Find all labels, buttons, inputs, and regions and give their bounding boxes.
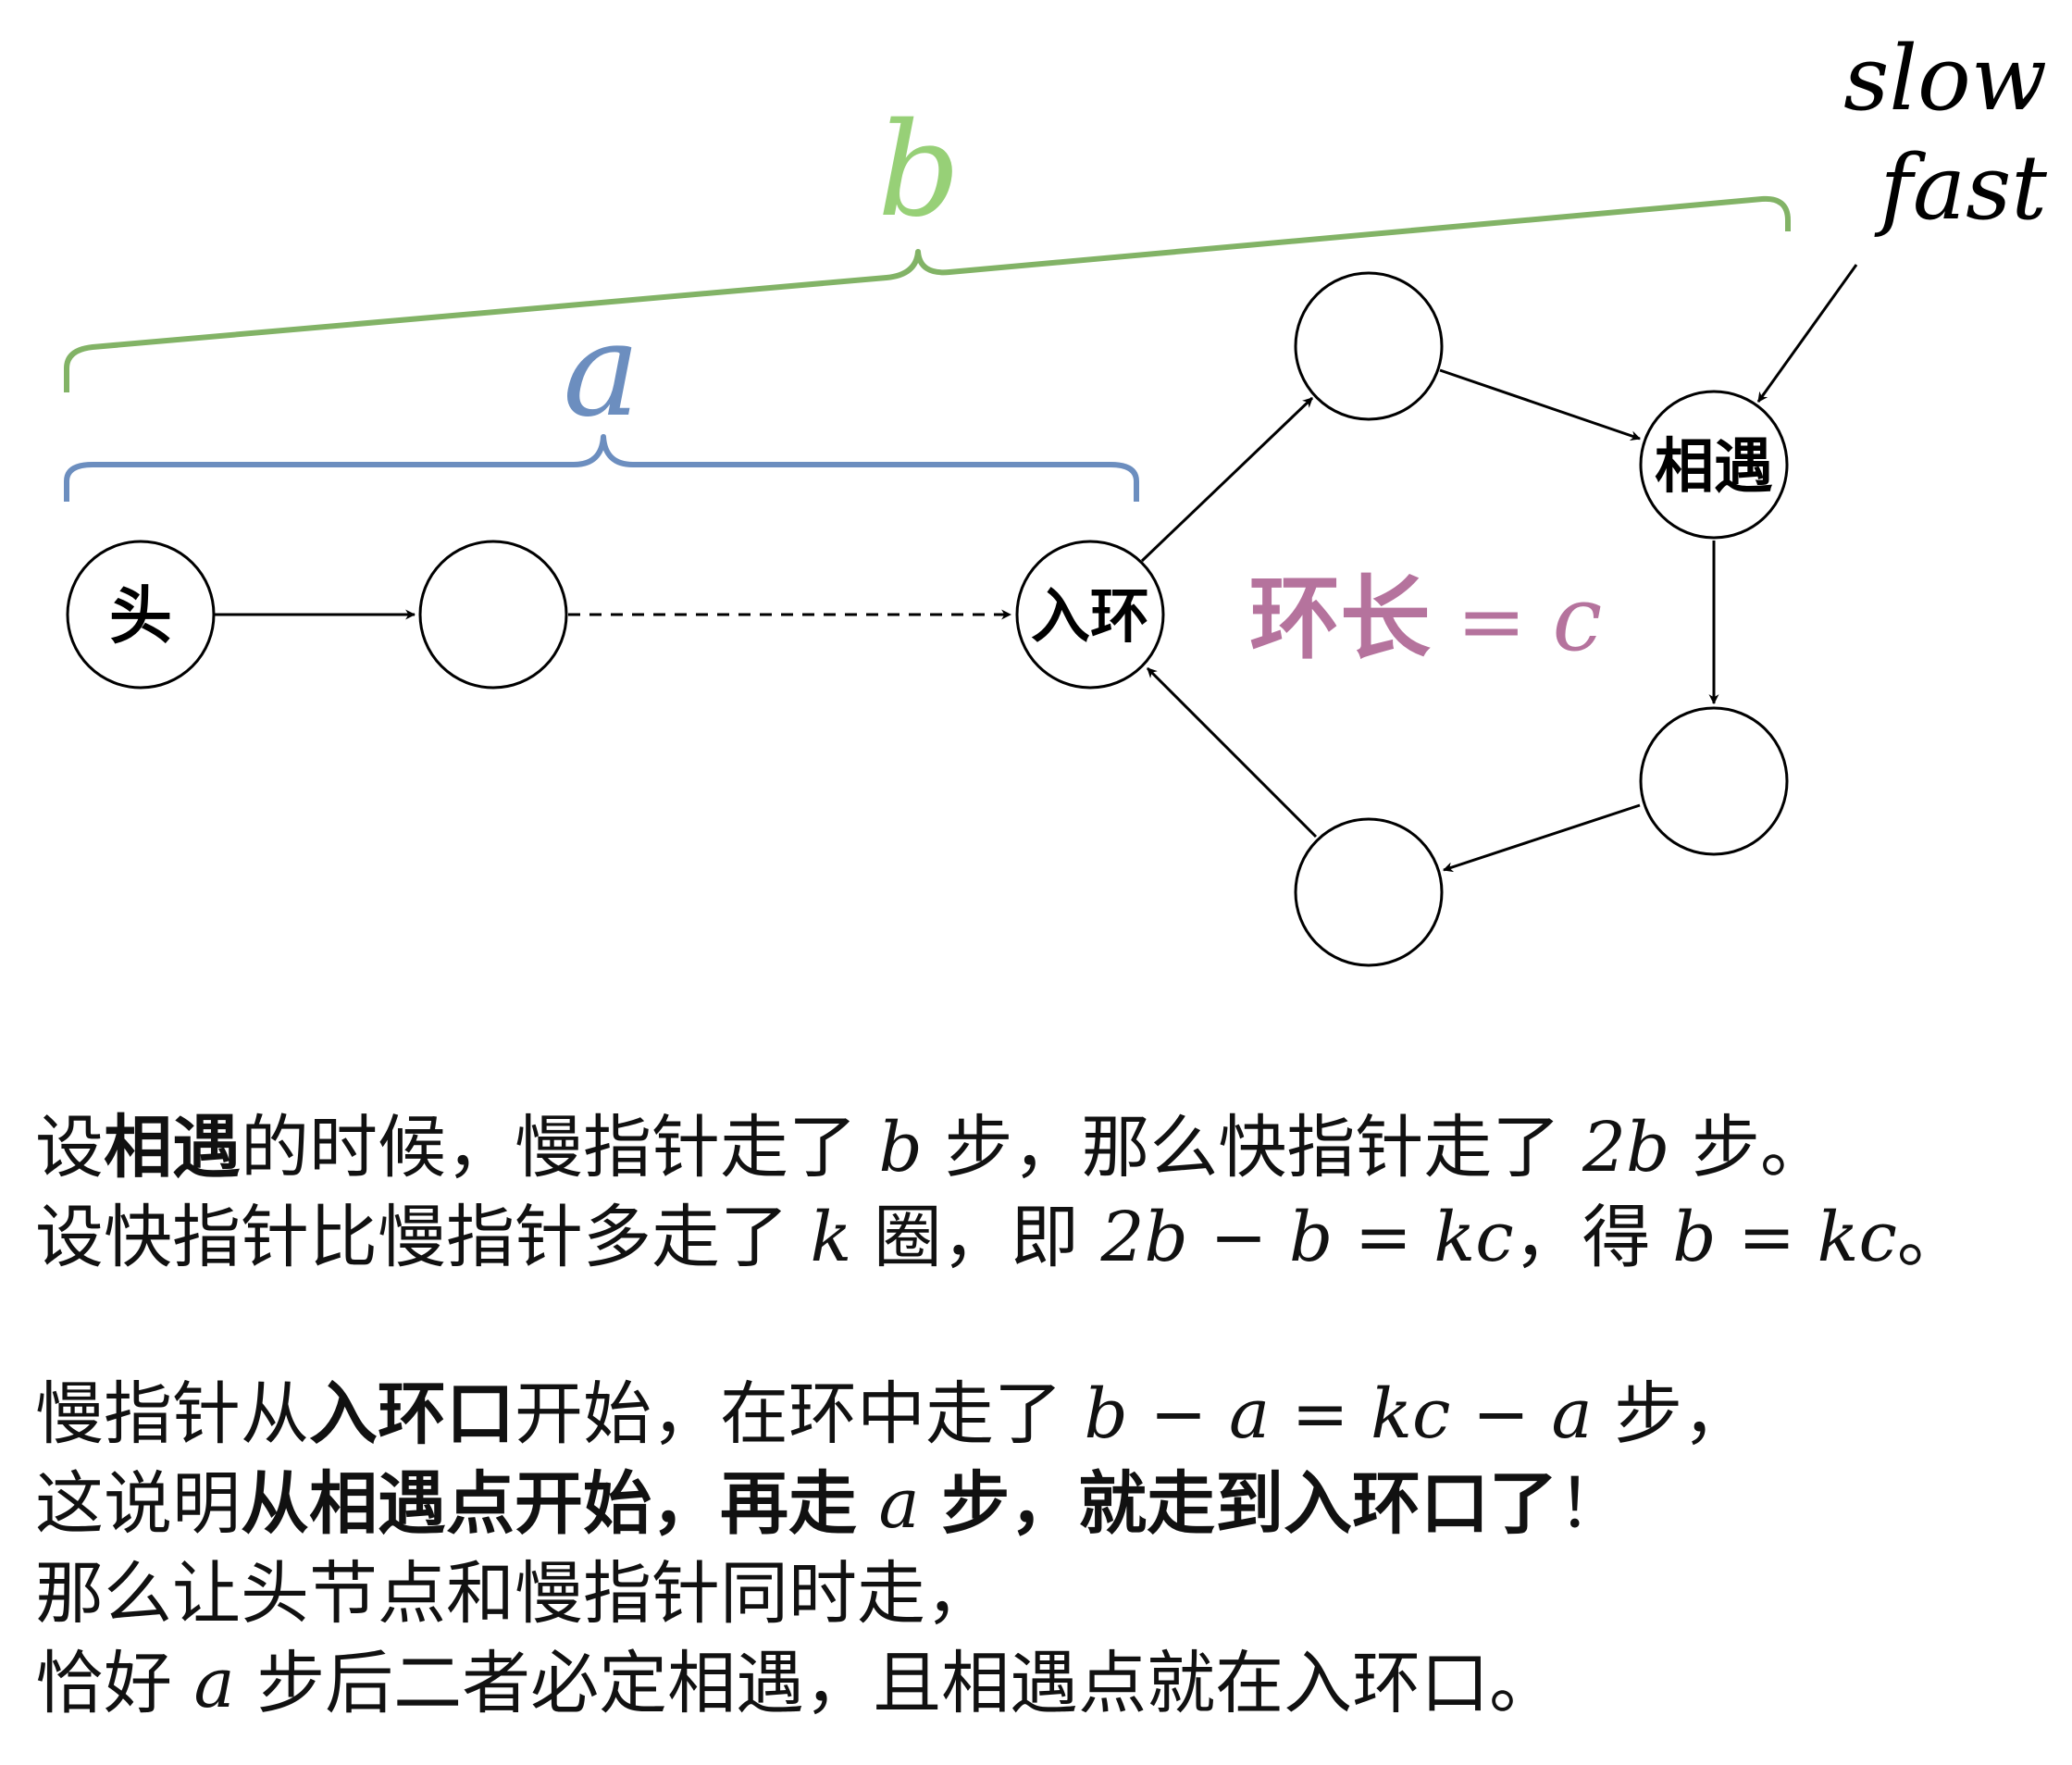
t3-s3: 步，: [1614, 1374, 1752, 1454]
t1-s2: 的时候，慢指针走了: [241, 1108, 857, 1187]
t2-math-eq1: 2b − b = kc: [1100, 1198, 1514, 1277]
brace-a: [64, 434, 1139, 502]
t6-s2: 步后二者必定相遇，且相遇点就在入环口。: [256, 1644, 1558, 1723]
t1-s4: 步。: [1691, 1108, 1829, 1187]
t4-s3: ！: [1557, 1464, 1627, 1544]
linked-list-cycle-diagram: b a 头 入环 相遇: [64, 27, 2047, 967]
node-head: 头: [66, 540, 216, 690]
node-head-label: 头: [109, 580, 172, 653]
t5-s1: 那么让头节点和慢指针同时走，: [35, 1554, 994, 1634]
node-entry: 入环: [1015, 540, 1165, 690]
cycle-length-var: c: [1552, 567, 1602, 671]
edge-top-to-meet: [1439, 368, 1642, 441]
t2-math-eq2: b = kc: [1672, 1198, 1897, 1277]
text-line-2: 设快指针比慢指针多走了 k 圈，即 2b − b = kc，得 b = kc。: [35, 1193, 1966, 1283]
t3-s2: 开始，在环中走了: [515, 1374, 1062, 1454]
node-top: [1294, 271, 1444, 421]
fast-label: fast: [1874, 136, 2047, 240]
t3-s1: 慢指针从: [35, 1374, 309, 1454]
t1-bold: 相遇: [104, 1108, 241, 1187]
t4-bold-2: 步，就走到入环口了: [941, 1464, 1558, 1544]
t3-bold: 入环口: [309, 1374, 515, 1454]
t2-s2: 圈，即: [873, 1198, 1079, 1277]
t2-s4: 。: [1896, 1198, 1966, 1277]
brace-a-label: a: [563, 295, 639, 446]
t1-math-b: b: [878, 1108, 923, 1187]
text-line-1: 设相遇的时候，慢指针走了 b 步，那么快指针走了 2b 步。: [35, 1103, 1829, 1193]
t6-s1: 恰好: [35, 1644, 172, 1723]
cycle-length-eq: =: [1457, 573, 1526, 670]
edge-bottom-to-entry: [1146, 666, 1318, 839]
text-line-3: 慢指针从入环口开始，在环中走了 b − a = kc − a 步，: [35, 1370, 1751, 1460]
t2-s3: ，得: [1513, 1198, 1651, 1277]
t4-math-a: a: [878, 1464, 920, 1544]
text-line-5: 那么让头节点和慢指针同时走，: [35, 1549, 994, 1639]
t4-s1: 这说明: [35, 1464, 241, 1544]
t2-math-k: k: [810, 1198, 852, 1277]
node-2: [418, 540, 568, 690]
t1-s3: 步，那么快指针走了: [944, 1108, 1561, 1187]
node-right: [1639, 706, 1789, 856]
text-line-6: 恰好 a 步后二者必定相遇，且相遇点就在入环口。: [35, 1639, 1557, 1729]
t2-s1: 设快指针比慢指针多走了: [35, 1198, 788, 1277]
t1-s1: 设: [35, 1108, 104, 1187]
cycle-length-label: 环长 = c: [1249, 566, 1602, 672]
edge-entry-to-top: [1140, 396, 1314, 563]
node-meet-label: 相遇: [1655, 433, 1773, 502]
brace-b-label: b: [877, 95, 961, 246]
t4-bold-1: 从相遇点开始，再走: [241, 1464, 857, 1544]
t3-math: b − a = kc − a: [1084, 1374, 1593, 1454]
t1-math-2b: 2b: [1582, 1108, 1670, 1187]
cycle-length-text: 环长: [1249, 566, 1431, 672]
node-entry-label: 入环: [1031, 583, 1149, 652]
brace-b: [64, 195, 1791, 392]
edge-pointer-to-meet: [1756, 264, 1858, 403]
slow-label: slow: [1843, 27, 2047, 131]
node-bottom: [1294, 817, 1444, 967]
edge-right-to-bottom: [1442, 803, 1641, 873]
node-meet: 相遇: [1639, 390, 1789, 540]
t6-math-a: a: [193, 1644, 235, 1723]
text-line-4: 这说明从相遇点开始，再走 a 步，就走到入环口了！: [35, 1460, 1626, 1549]
